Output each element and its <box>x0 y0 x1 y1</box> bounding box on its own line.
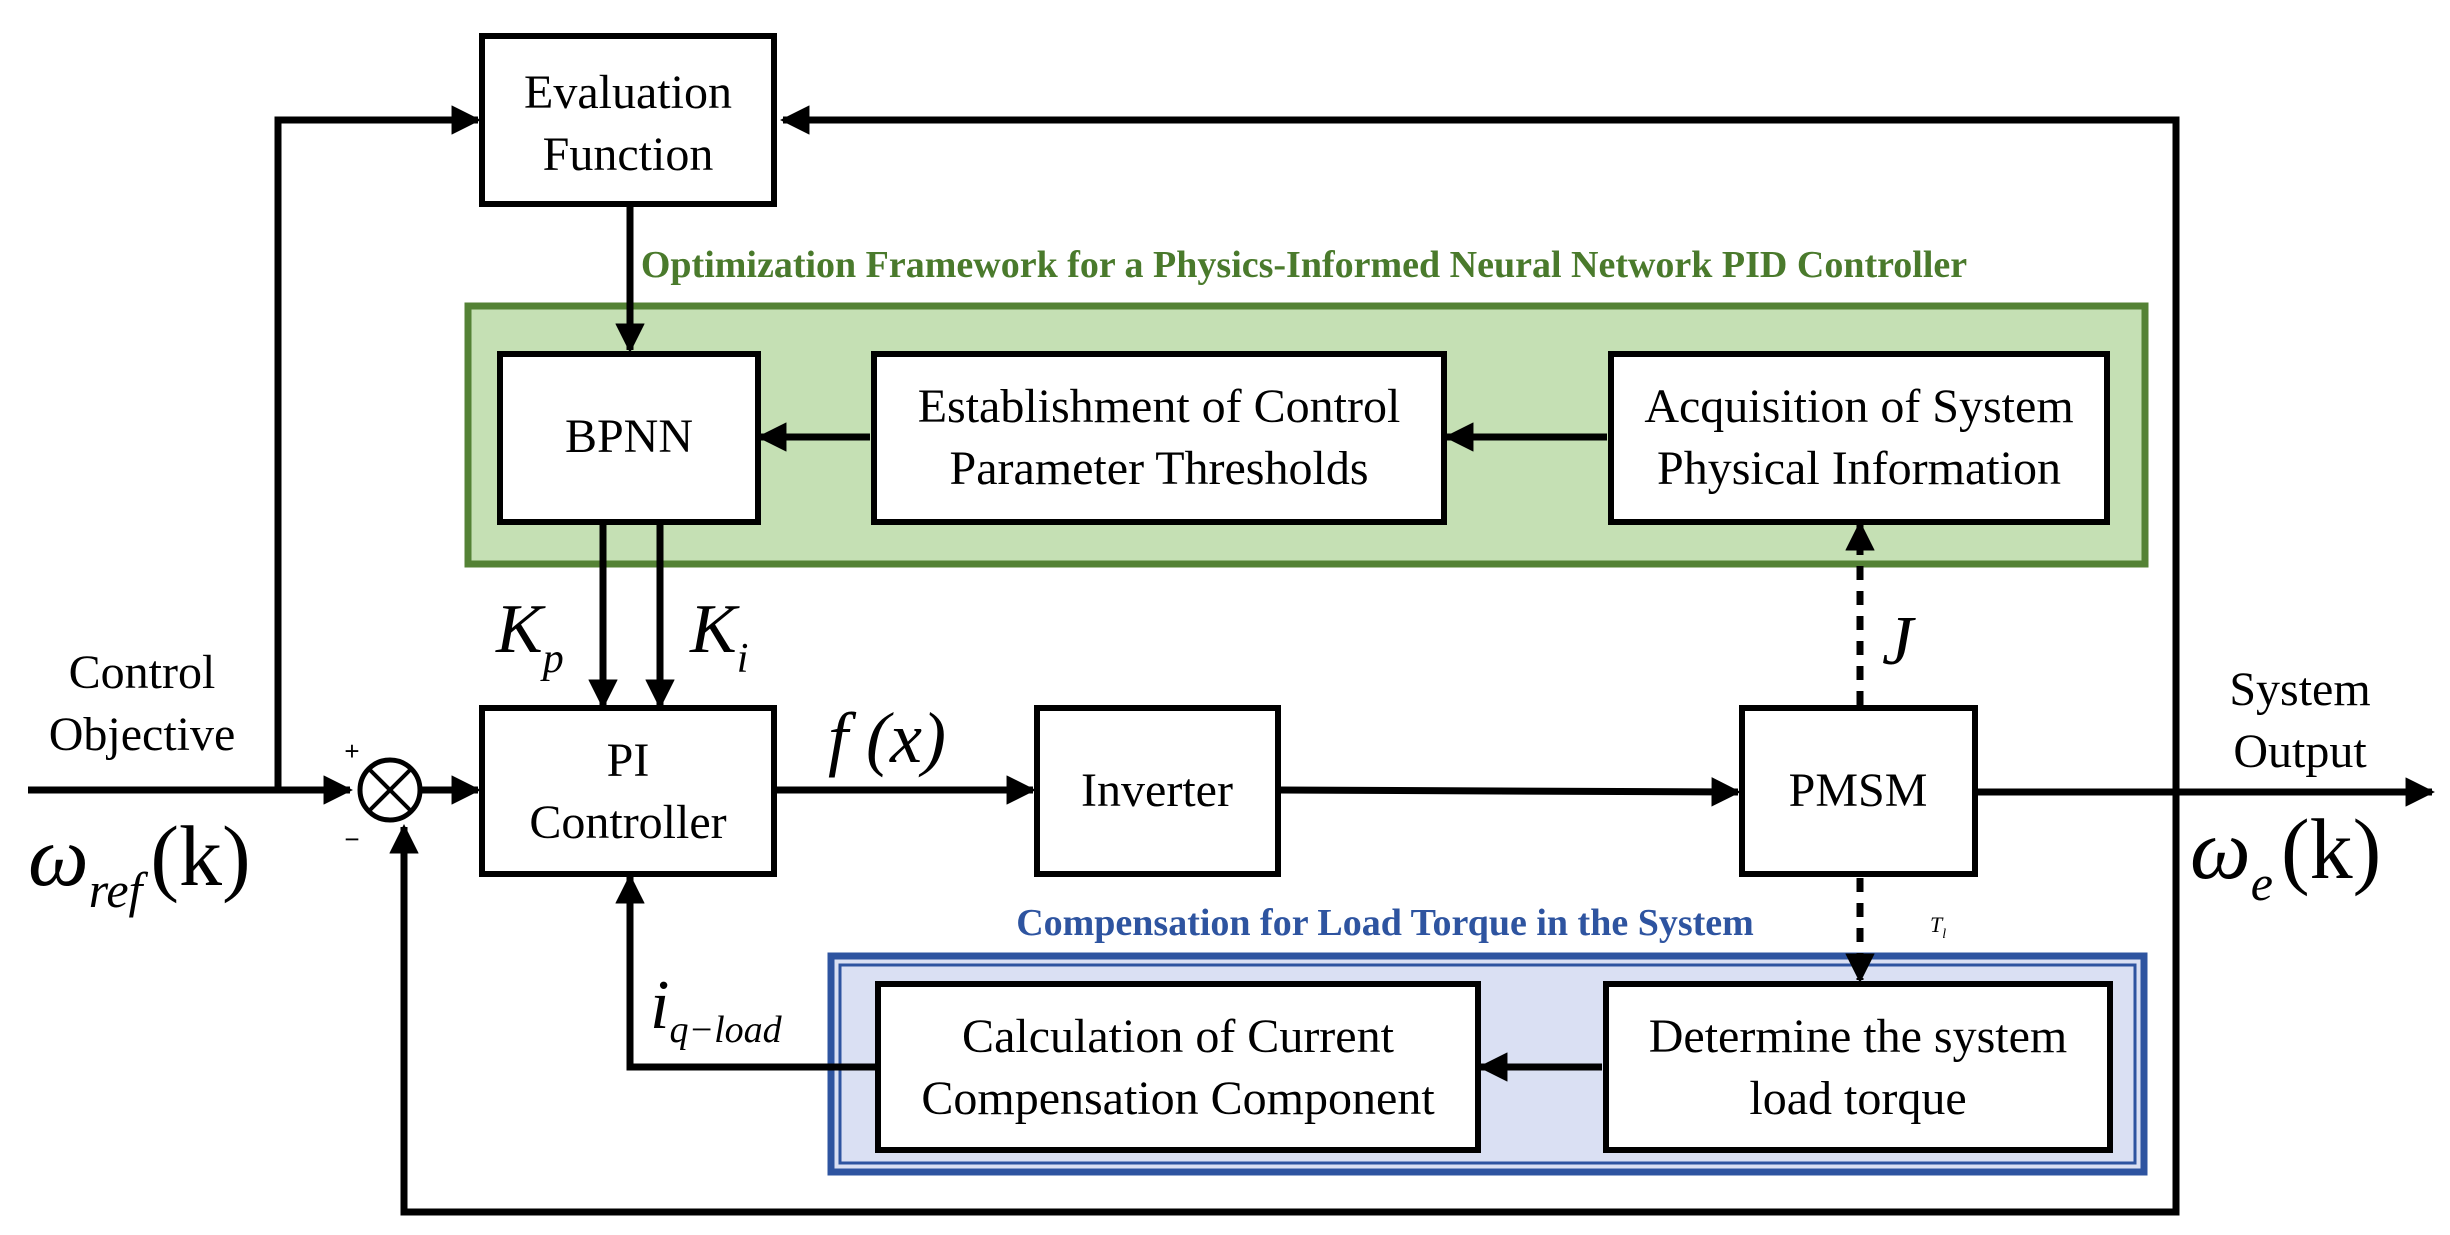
input-omega: ω <box>28 808 89 904</box>
thresholds-label-line1: Establishment of Control <box>918 380 1401 433</box>
optimization-region-title: Optimization Framework for a Physics-Inf… <box>641 244 1967 286</box>
output-omega: ω <box>2190 801 2251 897</box>
output-subscript: e <box>2251 855 2273 911</box>
fx-label: f (x) <box>828 698 946 778</box>
inverter-label: Inverter <box>1081 764 1233 817</box>
inverter-block: Inverter <box>1034 705 1281 877</box>
bpnn-block: BPNN <box>497 351 761 525</box>
input-subscript: ref <box>89 862 149 918</box>
tl-symbol: T <box>1930 912 1944 937</box>
pmsm-label: PMSM <box>1789 764 1928 817</box>
acquisition-block: Acquisition of System Physical Informati… <box>1608 351 2110 525</box>
thresholds-block: Establishment of Control Parameter Thres… <box>871 351 1447 525</box>
pi-label-line2: Controller <box>529 796 726 849</box>
evaluation-label-line2: Function <box>543 128 714 181</box>
iq-symbol: i <box>650 967 669 1044</box>
evaluation-label-line1: Evaluation <box>524 66 732 119</box>
reference-to-evaluation-wire <box>274 105 481 790</box>
calculation-block: Calculation of Current Compensation Comp… <box>875 981 1481 1153</box>
kp-subscript: p <box>540 636 564 682</box>
tl-subscript: l <box>1942 927 1946 942</box>
signal-wires <box>28 105 2435 1216</box>
input-argument: (k) <box>150 808 250 904</box>
acquisition-label-line1: Acquisition of System <box>1644 380 2073 433</box>
compensation-region-title: Compensation for Load Torque in the Syst… <box>1016 902 1754 944</box>
output-argument: (k) <box>2281 801 2381 897</box>
iq-subscript: q−load <box>669 1009 782 1051</box>
j-label: J <box>1882 603 1916 680</box>
thresholds-label-line2: Parameter Thresholds <box>950 442 1369 495</box>
input-label-line2: Objective <box>49 708 236 761</box>
kp-symbol: K <box>495 591 546 668</box>
tl-label: Tl <box>1930 912 1946 942</box>
input-symbol: ωref(k) <box>28 808 251 918</box>
output-feedback-wire <box>389 792 2180 1216</box>
determine-label-line2: load torque <box>1749 1072 1966 1125</box>
inverter-to-pmsm-wire <box>1277 777 1741 807</box>
output-symbol: ωe(k) <box>2190 801 2381 911</box>
plus-sign: + <box>344 736 359 766</box>
determine-block: Determine the system load torque <box>1603 981 2113 1153</box>
acquisition-label-line2: Physical Information <box>1657 442 2061 495</box>
calculation-label-line1: Calculation of Current <box>962 1010 1395 1063</box>
ki-subscript: i <box>737 636 749 682</box>
ki-symbol: K <box>689 591 740 668</box>
determine-label-line1: Determine the system <box>1649 1010 2068 1063</box>
calculation-label-line2: Compensation Component <box>921 1072 1435 1125</box>
iq-load-label: iq−load <box>650 967 783 1051</box>
pmsm-block: PMSM <box>1739 705 1978 877</box>
summing-junction <box>357 757 423 823</box>
output-label-line2: Output <box>2233 725 2367 778</box>
pi-label-line1: PI <box>607 734 650 787</box>
bpnn-label: BPNN <box>565 410 693 463</box>
evaluation-function-block: Evaluation Function <box>479 33 777 207</box>
output-label-line1: System <box>2229 663 2370 716</box>
output-to-evaluation-wire <box>780 105 2180 792</box>
compensation-to-pi-wire <box>615 874 875 1071</box>
kp-label: Kp <box>495 591 564 682</box>
input-label-line1: Control <box>69 646 216 699</box>
minus-sign: − <box>344 824 359 854</box>
ki-label: Ki <box>689 591 748 682</box>
pi-controller-block: PI Controller <box>479 705 777 877</box>
